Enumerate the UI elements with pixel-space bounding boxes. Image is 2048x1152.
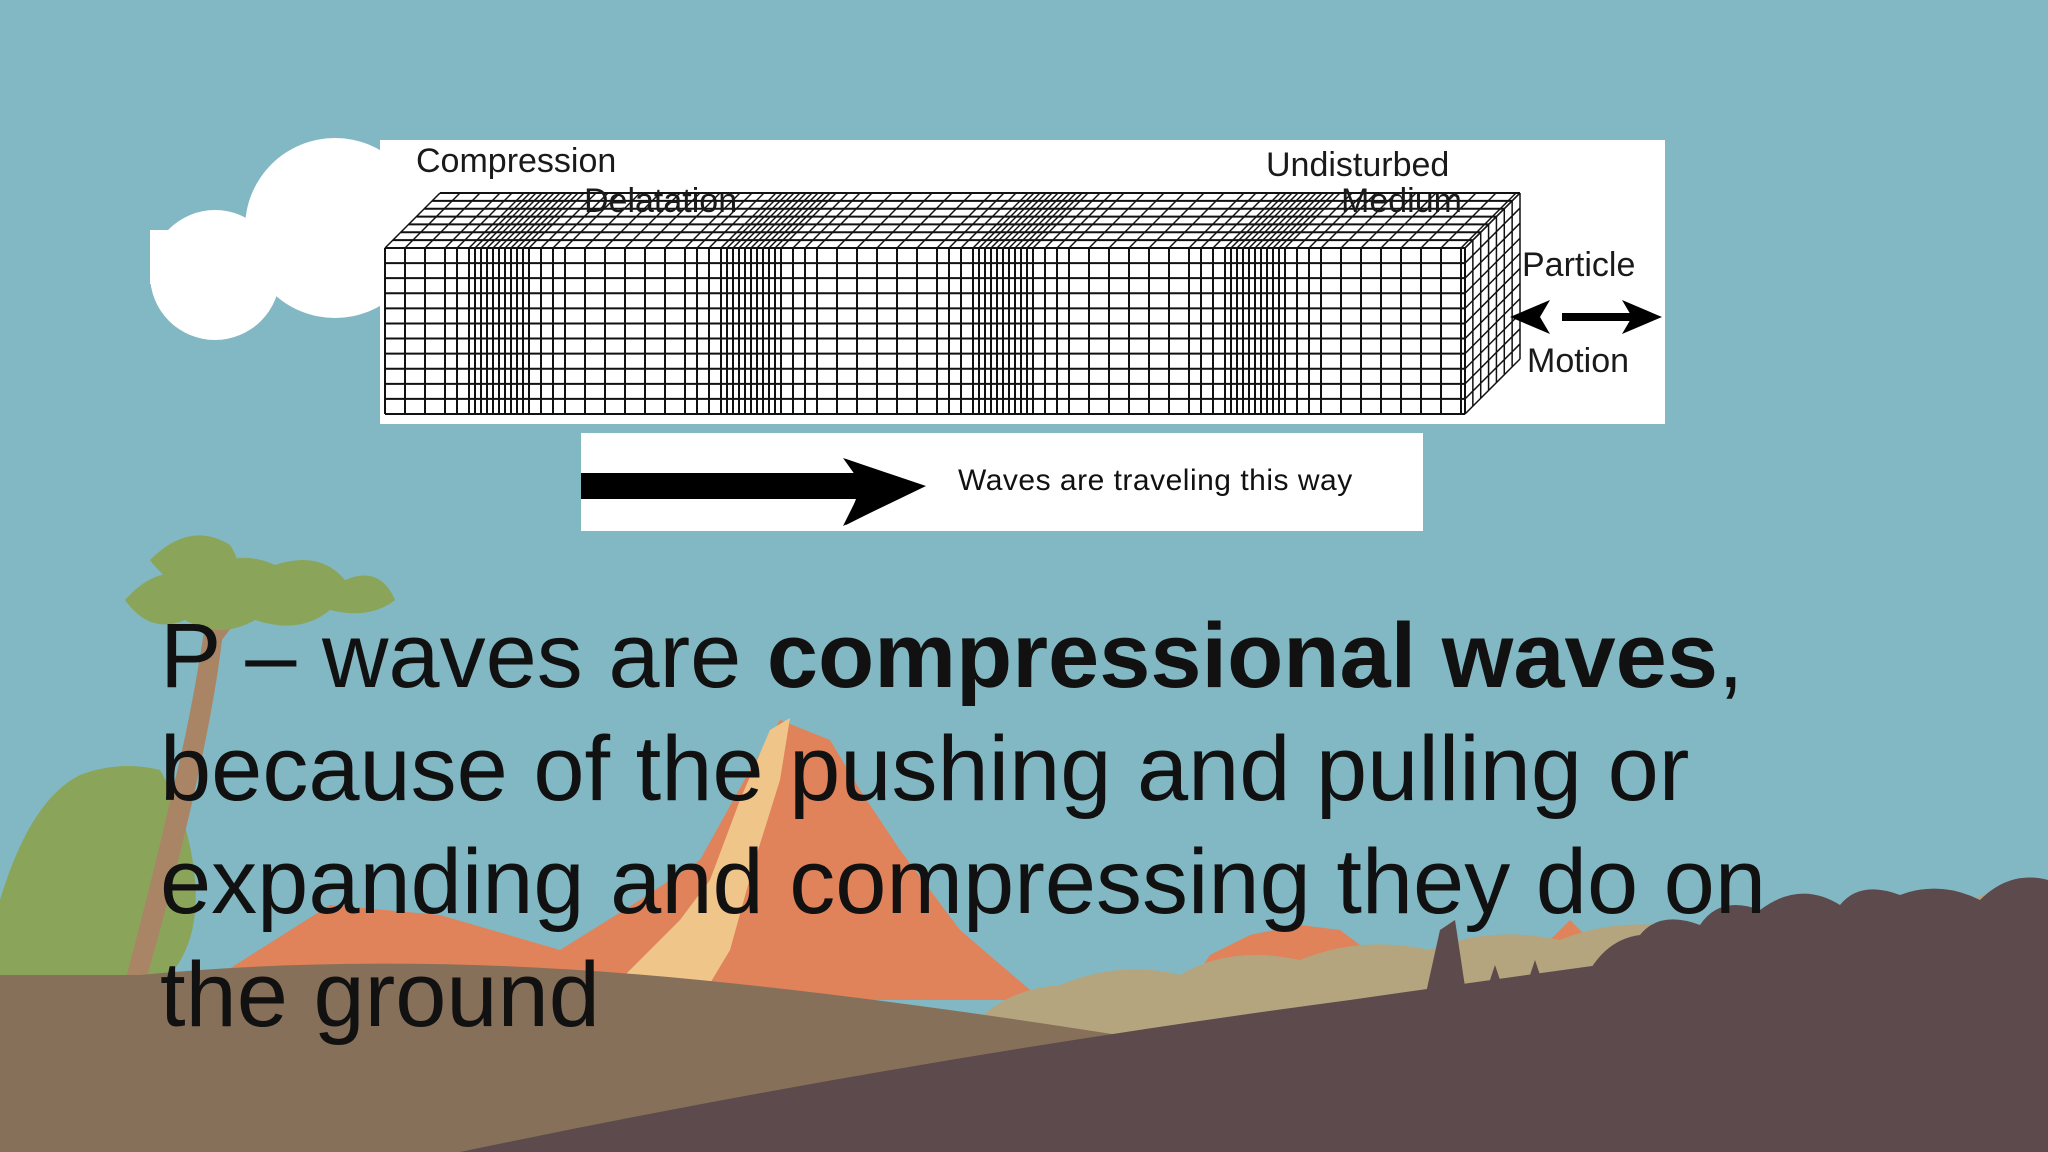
body-text-bold: compressional waves bbox=[766, 605, 1718, 707]
direction-caption: Waves are traveling this way bbox=[958, 464, 1353, 497]
direction-panel: Waves are traveling this way bbox=[581, 433, 1423, 531]
medium-label: Medium bbox=[1341, 182, 1462, 220]
motion-label: Motion bbox=[1527, 342, 1630, 380]
body-text-part1: P – waves are bbox=[160, 605, 767, 707]
compression-label: Compression bbox=[416, 142, 617, 180]
dark-peaks bbox=[1420, 877, 2048, 1020]
tree bbox=[0, 535, 395, 1000]
particle-label: Particle bbox=[1522, 246, 1636, 284]
right-arrow-icon bbox=[581, 458, 926, 526]
compression-grid bbox=[384, 192, 1521, 415]
body-text-part2: , because of the pushing and pulling or … bbox=[160, 605, 1767, 1046]
body-paragraph: P – waves are compressional waves, becau… bbox=[160, 600, 1860, 1052]
p-wave-diagram: Compression Delatation Undisturbed Mediu… bbox=[380, 140, 1665, 424]
delatation-label: Delatation bbox=[584, 182, 738, 220]
undisturbed-label: Undisturbed bbox=[1266, 146, 1450, 184]
